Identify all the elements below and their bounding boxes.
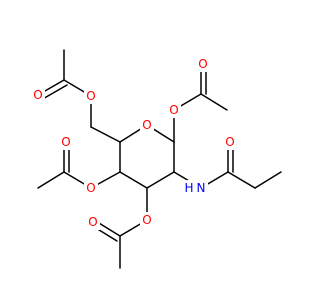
bond bbox=[227, 171, 256, 189]
label-background bbox=[167, 102, 181, 118]
label-background bbox=[194, 180, 208, 196]
carbonyl-oxygen-label: O bbox=[198, 57, 207, 71]
amide-hydrogen-label: H bbox=[184, 181, 193, 195]
ester-oxygen-label: O bbox=[86, 89, 95, 103]
bond bbox=[37, 171, 65, 189]
amide-nitrogen-label: N bbox=[197, 181, 206, 195]
bond bbox=[119, 171, 148, 189]
bond bbox=[254, 171, 282, 189]
bond bbox=[90, 126, 121, 143]
bond bbox=[146, 171, 175, 189]
ring-oxygen-label: O bbox=[142, 118, 151, 132]
label-background bbox=[223, 134, 237, 150]
carbonyl-oxygen-label: O bbox=[88, 215, 97, 229]
carbonyl-oxygen-label: O bbox=[33, 88, 42, 102]
label-background bbox=[84, 88, 98, 104]
bond bbox=[40, 84, 68, 101]
ester-oxygen-label: O bbox=[142, 213, 151, 227]
bond bbox=[200, 93, 228, 111]
amide-oxygen-label: O bbox=[225, 135, 234, 149]
carbonyl-oxygen-label: O bbox=[61, 135, 70, 149]
label-background bbox=[86, 214, 100, 230]
label-background bbox=[140, 212, 154, 228]
bonds bbox=[37, 49, 282, 269]
label-background bbox=[196, 56, 210, 72]
label-background bbox=[183, 180, 195, 196]
ester-oxygen-label: O bbox=[86, 181, 95, 195]
label-background bbox=[84, 180, 98, 196]
label-background bbox=[31, 87, 45, 103]
label-background bbox=[59, 134, 73, 150]
molecule-structure: O O O O O O O O O O N H bbox=[31, 49, 282, 269]
atom-labels: O O O O O O O O O O N H bbox=[31, 56, 237, 230]
label-background bbox=[140, 117, 154, 133]
ester-oxygen-label: O bbox=[169, 103, 178, 117]
